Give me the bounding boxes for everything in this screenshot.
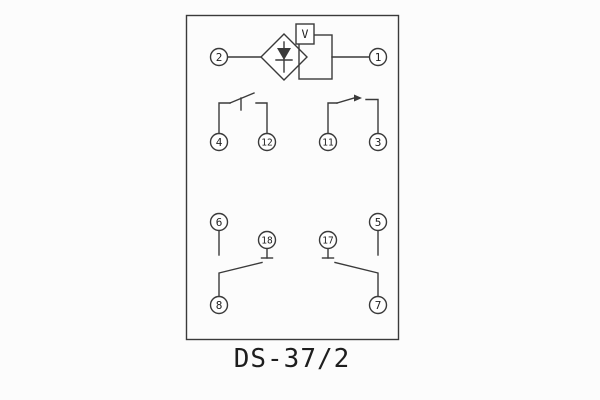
diode-icon — [275, 41, 293, 73]
contact-5-17-7 — [321, 229, 379, 298]
terminal-1: 1 — [368, 47, 388, 67]
voltmeter-box — [295, 23, 315, 45]
contact-blade-11-3 — [336, 97, 355, 104]
terminal-3-label: 3 — [375, 136, 382, 149]
terminal-6-label: 6 — [216, 216, 223, 229]
model-title: DS-37/2 — [234, 344, 351, 374]
blade-terminal7 — [334, 261, 379, 298]
enclosure-border — [185, 14, 400, 341]
terminal-18-label: 18 — [261, 235, 273, 246]
terminal-11: 11 — [318, 132, 338, 152]
terminal-17-label: 17 — [322, 235, 333, 246]
terminal-4-label: 4 — [216, 136, 223, 149]
terminal-12-label: 12 — [261, 137, 272, 148]
terminal-6: 6 — [209, 212, 229, 232]
terminal-3: 3 — [368, 132, 388, 152]
lead-terminal4 — [218, 102, 231, 135]
contact-blade-4-12 — [229, 92, 255, 104]
arrowhead-icon — [354, 94, 362, 102]
power-input-circuit: V — [226, 23, 371, 81]
terminal-12: 12 — [257, 132, 277, 152]
terminal-17: 17 — [318, 230, 338, 250]
terminal-4: 4 — [209, 132, 229, 152]
terminal-2-label: 2 — [216, 51, 223, 64]
terminal-8: 8 — [209, 295, 229, 315]
blade-terminal8 — [218, 261, 263, 298]
lead-terminal12 — [255, 102, 268, 135]
terminal-8-label: 8 — [216, 299, 223, 312]
terminal-5-label: 5 — [375, 216, 382, 229]
contact-4-12 — [218, 92, 268, 135]
lead-terminal11 — [327, 102, 338, 135]
terminal-18: 18 — [257, 230, 277, 250]
terminal-2: 2 — [209, 47, 229, 67]
lead-terminal3 — [365, 98, 379, 135]
terminal-11-label: 11 — [322, 137, 334, 148]
contact-11-3 — [327, 94, 379, 135]
voltmeter-label: V — [302, 27, 309, 41]
terminal-1-label: 1 — [375, 51, 382, 64]
terminal-7: 7 — [368, 295, 388, 315]
terminal-7-label: 7 — [375, 299, 382, 312]
contact-6-18-8 — [218, 229, 274, 298]
terminal-5: 5 — [368, 212, 388, 232]
